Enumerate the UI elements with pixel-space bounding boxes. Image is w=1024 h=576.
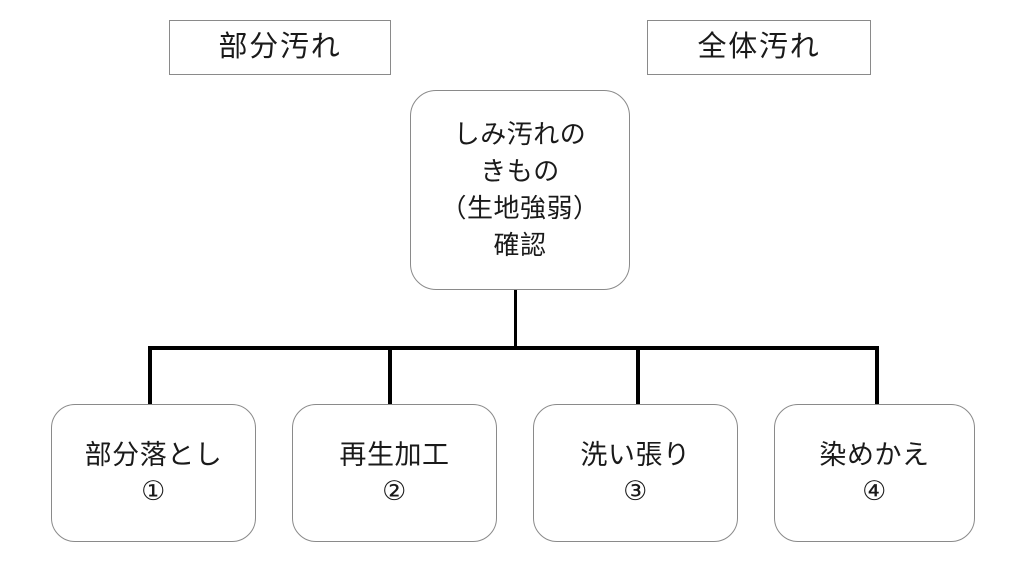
node-text-restoration-processing: 再生加工 ② bbox=[339, 439, 450, 506]
node-araihari: 洗い張り ③ bbox=[533, 404, 738, 542]
label-box-partial-stain: 部分汚れ bbox=[169, 20, 391, 75]
connector-drop-redyeing bbox=[875, 346, 879, 404]
connector-drop-restoration-processing bbox=[388, 346, 392, 404]
node-text-redyeing: 染めかえ ④ bbox=[819, 439, 930, 506]
node-text-stained-kimono-check: しみ汚れの きもの （生地強弱） 確認 bbox=[440, 119, 600, 260]
label-text-overall-stain: 全体汚れ bbox=[697, 30, 821, 63]
connector-horizontal-bus bbox=[150, 346, 879, 350]
label-box-overall-stain: 全体汚れ bbox=[647, 20, 871, 75]
node-text-araihari: 洗い張り ③ bbox=[580, 439, 691, 506]
node-stained-kimono-check: しみ汚れの きもの （生地強弱） 確認 bbox=[410, 90, 630, 290]
connector-drop-araihari bbox=[636, 346, 640, 404]
node-partial-removal: 部分落とし ① bbox=[51, 404, 256, 542]
node-restoration-processing: 再生加工 ② bbox=[292, 404, 497, 542]
node-redyeing: 染めかえ ④ bbox=[774, 404, 975, 542]
node-text-partial-removal: 部分落とし ① bbox=[84, 439, 223, 506]
connector-root-stem bbox=[514, 290, 517, 350]
connector-drop-partial-removal bbox=[148, 346, 152, 404]
label-text-partial-stain: 部分汚れ bbox=[218, 30, 342, 63]
